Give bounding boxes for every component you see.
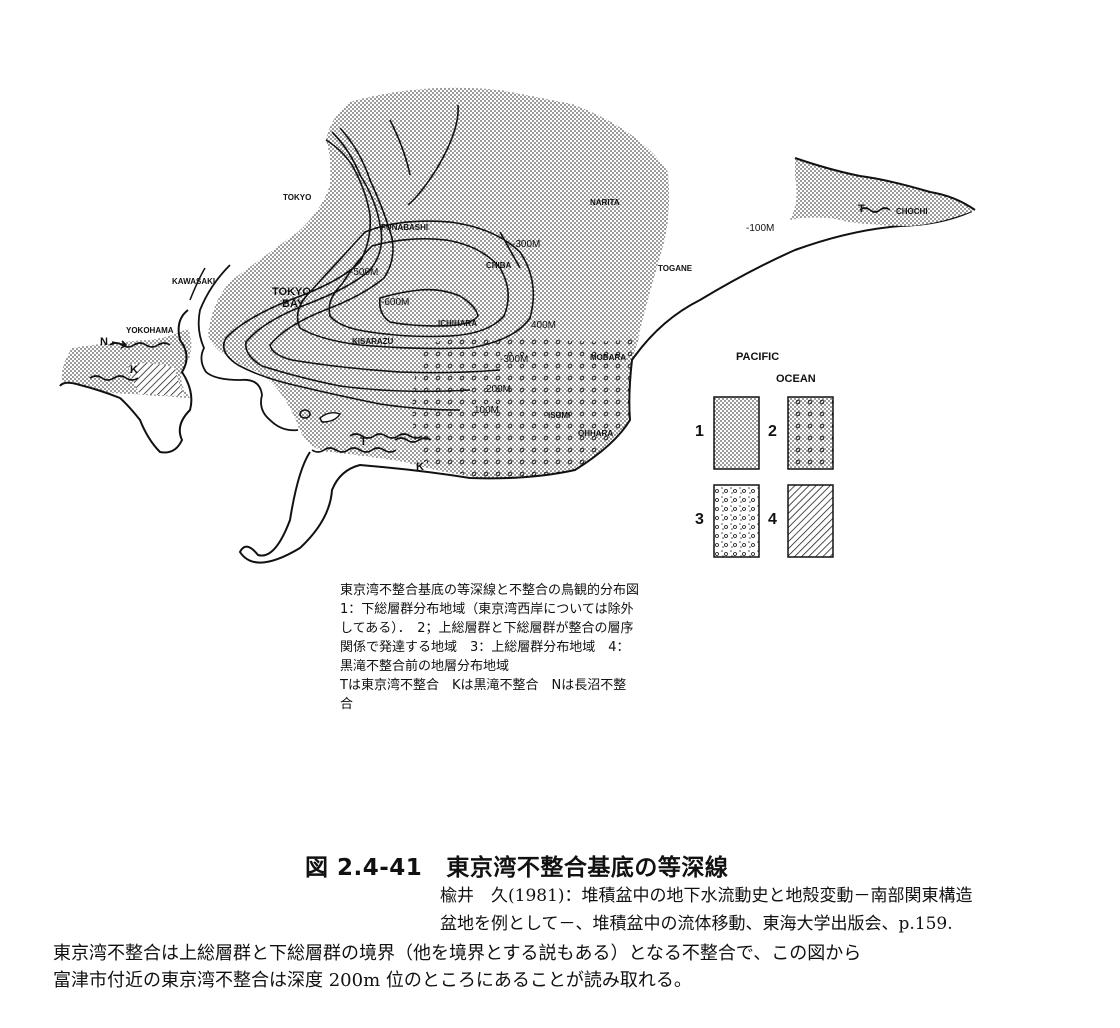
label-mobara: MOBARA [590,353,626,362]
depth-label-100: 100M [474,405,499,416]
label-tokyo-bay-1: TOKYO [272,286,311,298]
caption-line: 東京湾不整合基底の等深線と不整合の鳥観的分布図 [340,583,640,598]
miura-region [59,309,193,454]
depth-label-200: 200M [486,384,511,395]
map-figure: TOKYO KAWASAKI YOKOHAMA FUNABASHI NARITA… [59,87,976,564]
caption-line: Tは東京湾不整合 Kは黒滝不整合 Nは長沼不整 [340,678,627,693]
citation-line: 楡井 久(1981)：堆積盆中の地下水流動史と地殻変動－南部関東構造 [440,886,973,906]
unconformity-t: T [360,436,367,448]
body-line: 富津市付近の東京湾不整合は深度 200m 位のところにあることが読み取れる。 [53,970,692,991]
label-chiba: CHIBA [486,261,512,270]
legend-number-2: 2 [768,423,777,440]
body-text: 東京湾不整合は上総層群と下総層群の境界（他を境界とする説もある）となる不整合で、… [53,940,861,994]
label-ocean: OCEAN [776,373,816,385]
label-narita: NARITA [590,198,620,207]
label-ichihara: ICHIHARA [438,319,477,328]
label-kisarazu: KISARAZU [352,337,394,346]
legend-swatch-1 [713,396,760,470]
legend-number-3: 3 [695,511,704,528]
tokyo-bay-west-shore [197,264,299,432]
figure-number: 図 2.4-41 [305,855,423,881]
legend: 1 2 3 4 [695,396,834,558]
caption-line: 関係で発達する地域 3：上総層群分布地域 4： [340,640,630,655]
label-kawasaki: KAWASAKI [172,277,215,286]
label-funabashi: FUNABASHI [381,223,428,232]
label-tokyo: TOKYO [283,193,311,202]
body-line: 東京湾不整合は上総層群と下総層群の境界（他を境界とする説もある）となる不整合で、… [53,943,862,964]
caption-line: 合 [340,697,354,712]
label-isumi: ISUMI [548,411,570,420]
unconformity-n: N [100,336,108,348]
label-tokyo-bay-2: BAY [282,298,305,310]
caption-line: してある）． 2；上総層群と下総層群が整合の層序 [340,621,634,636]
figure-title: 図 2.4-41 東京湾不整合基底の等深線 [305,848,728,882]
legend-swatch-4 [787,484,834,558]
label-yokohama: YOKOHAMA [126,326,174,335]
legend-number-1: 1 [695,423,704,440]
legend-swatch-3 [713,484,760,558]
depth-label-600: -600M [381,297,409,308]
unconformity-k-west: K [130,364,138,376]
label-choshi: CHOCHI [896,207,928,216]
label-pacific: PACIFIC [736,351,779,363]
caption-line: 1：下総層群分布地域（東京湾西岸については除外 [340,602,634,617]
unconformity-k-south: K [416,461,424,473]
legend-caption: 東京湾不整合基底の等深線と不整合の鳥観的分布図 1：下総層群分布地域（東京湾西岸… [340,581,720,714]
coastline [238,198,973,564]
citation-line: 盆地を例として－、堆積盆中の流体移動、東海大学出版会、p.159. [440,914,953,934]
label-togane: TOGANE [658,264,693,273]
legend-swatch-2 [787,396,834,470]
figure-title-text: 東京湾不整合基底の等深線 [446,855,729,881]
citation: 楡井 久(1981)：堆積盆中の地下水流動史と地殻変動－南部関東構造 盆地を例と… [440,882,973,938]
depth-label-300-south: -300M [500,354,528,365]
legend-number-4: 4 [768,511,777,528]
depth-contours [222,104,535,411]
label-ohhara: OHHARA [578,429,613,438]
depth-label-100-choshi: -100M [746,223,774,234]
depth-label-500: -500M [350,267,378,278]
depth-label-400: 400M [531,320,556,331]
unconformity-t-choshi: T [858,203,865,215]
depth-label-300-north: -300M [512,239,540,250]
choshi-region [790,158,975,226]
boso-region [208,87,670,479]
caption-line: 黒滝不整合前の地層分布地域 [340,659,510,674]
